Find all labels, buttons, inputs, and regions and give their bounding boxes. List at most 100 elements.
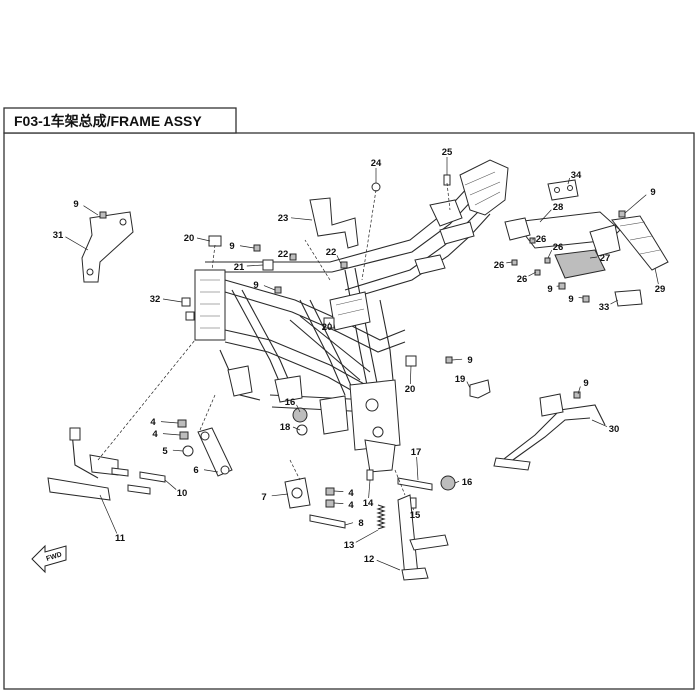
bolts-part-10 (111, 467, 166, 495)
grommet-part-20c (405, 355, 417, 367)
callout-number: 9 (650, 187, 655, 198)
callout-number: 11 (115, 533, 126, 544)
plate-part-34 (547, 179, 579, 201)
callout-leader-line (160, 421, 179, 424)
plate-part-33 (614, 289, 643, 307)
bolt-part-9h (573, 391, 581, 399)
clip-part-32b (185, 311, 195, 321)
nut-part-4c (325, 487, 335, 496)
callout-number: 33 (599, 302, 610, 313)
callout-number: 32 (150, 294, 161, 305)
callout-number: 21 (234, 262, 245, 273)
clip-part-21 (262, 259, 274, 271)
callout-number: 26 (553, 242, 564, 253)
callout-leader-line (99, 494, 118, 534)
bolt-part-9e (558, 282, 566, 290)
callout-number: 16 (462, 477, 473, 488)
spring-part-13 (376, 504, 386, 530)
callout-leader-line (203, 469, 219, 473)
callout-leader-line (296, 404, 301, 413)
callout-number: 4 (348, 488, 354, 499)
bracket-part-31 (81, 211, 134, 283)
pin-part-14 (366, 469, 374, 481)
sheet-border (3, 132, 695, 690)
callout-number: 9 (568, 294, 573, 305)
bushing-part-18 (296, 424, 308, 436)
callout-leader-line (591, 419, 608, 427)
callout-number: 5 (162, 446, 168, 457)
callout-number: 25 (442, 147, 453, 158)
callout-leader-line (654, 267, 659, 285)
callout-number: 4 (152, 429, 158, 440)
callout-number: 26 (494, 260, 505, 271)
bolt-part-9c (274, 286, 282, 294)
callout-number: 17 (411, 447, 422, 458)
callout-number: 9 (253, 280, 258, 291)
callout-leader-line (567, 177, 570, 185)
callout-leader-line (328, 322, 330, 325)
callout-leader-line (578, 297, 584, 299)
callout-number: 34 (571, 170, 582, 181)
callout-number: 23 (278, 213, 289, 224)
grommet-part-24 (371, 182, 381, 192)
callout-leader-line (376, 559, 401, 571)
callout-number: 12 (364, 554, 375, 565)
callout-leader-line (263, 285, 276, 291)
callout-leader-line (547, 249, 553, 259)
fwd-arrow-icon: FWD (31, 544, 67, 574)
callout-number: 30 (609, 424, 620, 435)
grommet-part-20a (208, 235, 222, 247)
washer-part-5 (182, 445, 194, 457)
callout-leader-line (196, 237, 211, 242)
bolt-part-8 (309, 514, 346, 529)
callout-leader-line (577, 386, 581, 395)
diagram-title: F03-1车架总成/FRAME ASSY (14, 113, 202, 129)
callout-number: 4 (150, 417, 156, 428)
callout-leader-line (162, 298, 183, 303)
plate-part-27 (554, 224, 621, 279)
callout-leader-line (65, 236, 89, 251)
callout-number: 8 (358, 518, 363, 529)
bolt-part-9g (445, 356, 453, 364)
callout-leader-line (624, 194, 647, 214)
callout-number: 24 (371, 158, 382, 169)
callout-leader-line (528, 271, 537, 277)
callout-leader-line (289, 253, 292, 258)
callout-number: 20 (184, 233, 195, 244)
bolt-part-9b (253, 244, 261, 252)
callout-leader-line (333, 490, 344, 492)
callout-leader-line (344, 522, 354, 526)
callout-leader-line (162, 433, 181, 436)
callout-leader-line (246, 264, 264, 267)
side-stand-part-12 (397, 494, 449, 581)
callout-leader-line (292, 426, 301, 431)
callout-number: 22 (278, 249, 289, 260)
bolt-part-26a (529, 237, 536, 244)
callout-number: 20 (405, 384, 416, 395)
callout-leader-line (355, 529, 379, 543)
callout-leader-line (610, 299, 619, 305)
pivot-part-7 (284, 477, 311, 509)
bolt-part-9d (618, 210, 626, 218)
callout-number: 31 (53, 230, 64, 241)
footrest-part-11 (47, 427, 119, 501)
callout-leader-line (290, 217, 313, 221)
callout-number: 19 (455, 374, 466, 385)
callout-number: 7 (261, 492, 266, 503)
bolt-part-26b (544, 257, 551, 264)
callout-leader-line (83, 205, 99, 216)
callout-leader-line (506, 261, 513, 264)
bolt-part-9f (582, 295, 590, 303)
callout-number: 9 (547, 284, 552, 295)
callout-number: 26 (517, 274, 528, 285)
bushing-part-16a (292, 407, 308, 423)
callout-leader-line (589, 256, 598, 259)
nut-part-4b (179, 431, 189, 440)
callout-number: 9 (229, 241, 234, 252)
bolt-part-9a (99, 211, 107, 219)
callout-number: 29 (655, 284, 666, 295)
callout-number: 20 (322, 322, 333, 333)
callout-leader-line (239, 245, 255, 249)
callout-number: 15 (410, 510, 421, 521)
rear-stay-part-30 (493, 393, 606, 471)
